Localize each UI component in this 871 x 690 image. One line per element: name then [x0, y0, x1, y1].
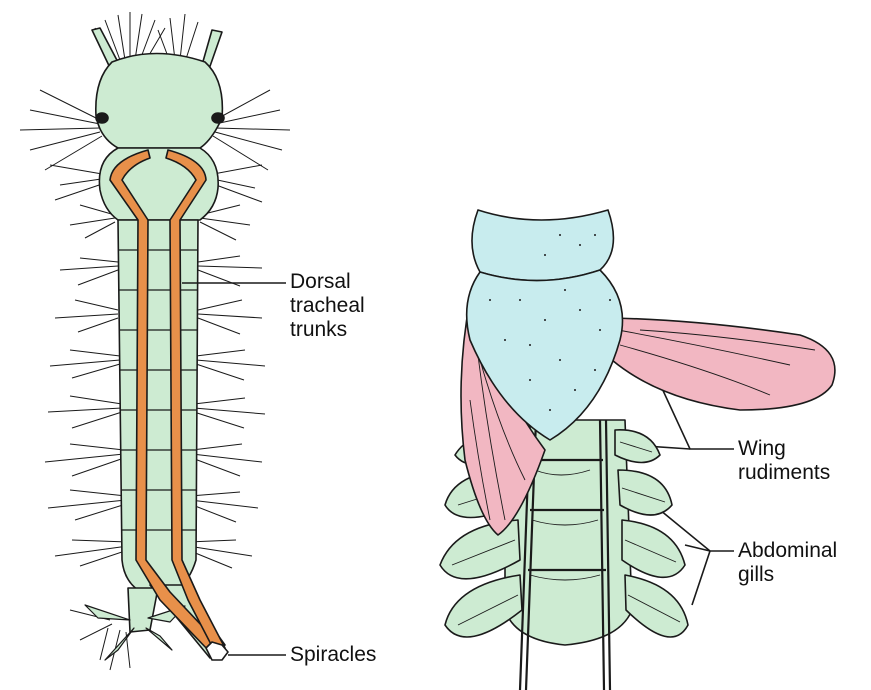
label-wing-line-2: rudiments — [738, 461, 830, 485]
larva-abdomen — [118, 220, 198, 590]
label-gills-line-2: gills — [738, 563, 837, 587]
label-abdominal-gills: Abdominal gills — [738, 539, 837, 587]
label-gills-line-1: Abdominal — [738, 539, 837, 563]
label-wing-line-1: Wing — [738, 437, 830, 461]
label-dorsal-line-3: trunks — [290, 318, 365, 342]
nymph-pronotum — [472, 210, 613, 281]
label-dorsal-line-1: Dorsal — [290, 270, 365, 294]
label-dorsal-tracheal-trunks: Dorsal tracheal trunks — [290, 270, 365, 342]
larva-drawing — [20, 12, 290, 670]
leader-gill-3 — [692, 551, 710, 605]
larva-head — [96, 54, 223, 149]
label-spiracles: Spiracles — [290, 643, 376, 667]
nymph-wing-right — [612, 318, 835, 410]
label-dorsal-line-2: tracheal — [290, 294, 365, 318]
label-wing-rudiments: Wing rudiments — [738, 437, 830, 485]
larva-anal-segment — [128, 588, 158, 632]
larva-eye-right — [212, 113, 224, 123]
larva-eye-left — [96, 113, 108, 123]
